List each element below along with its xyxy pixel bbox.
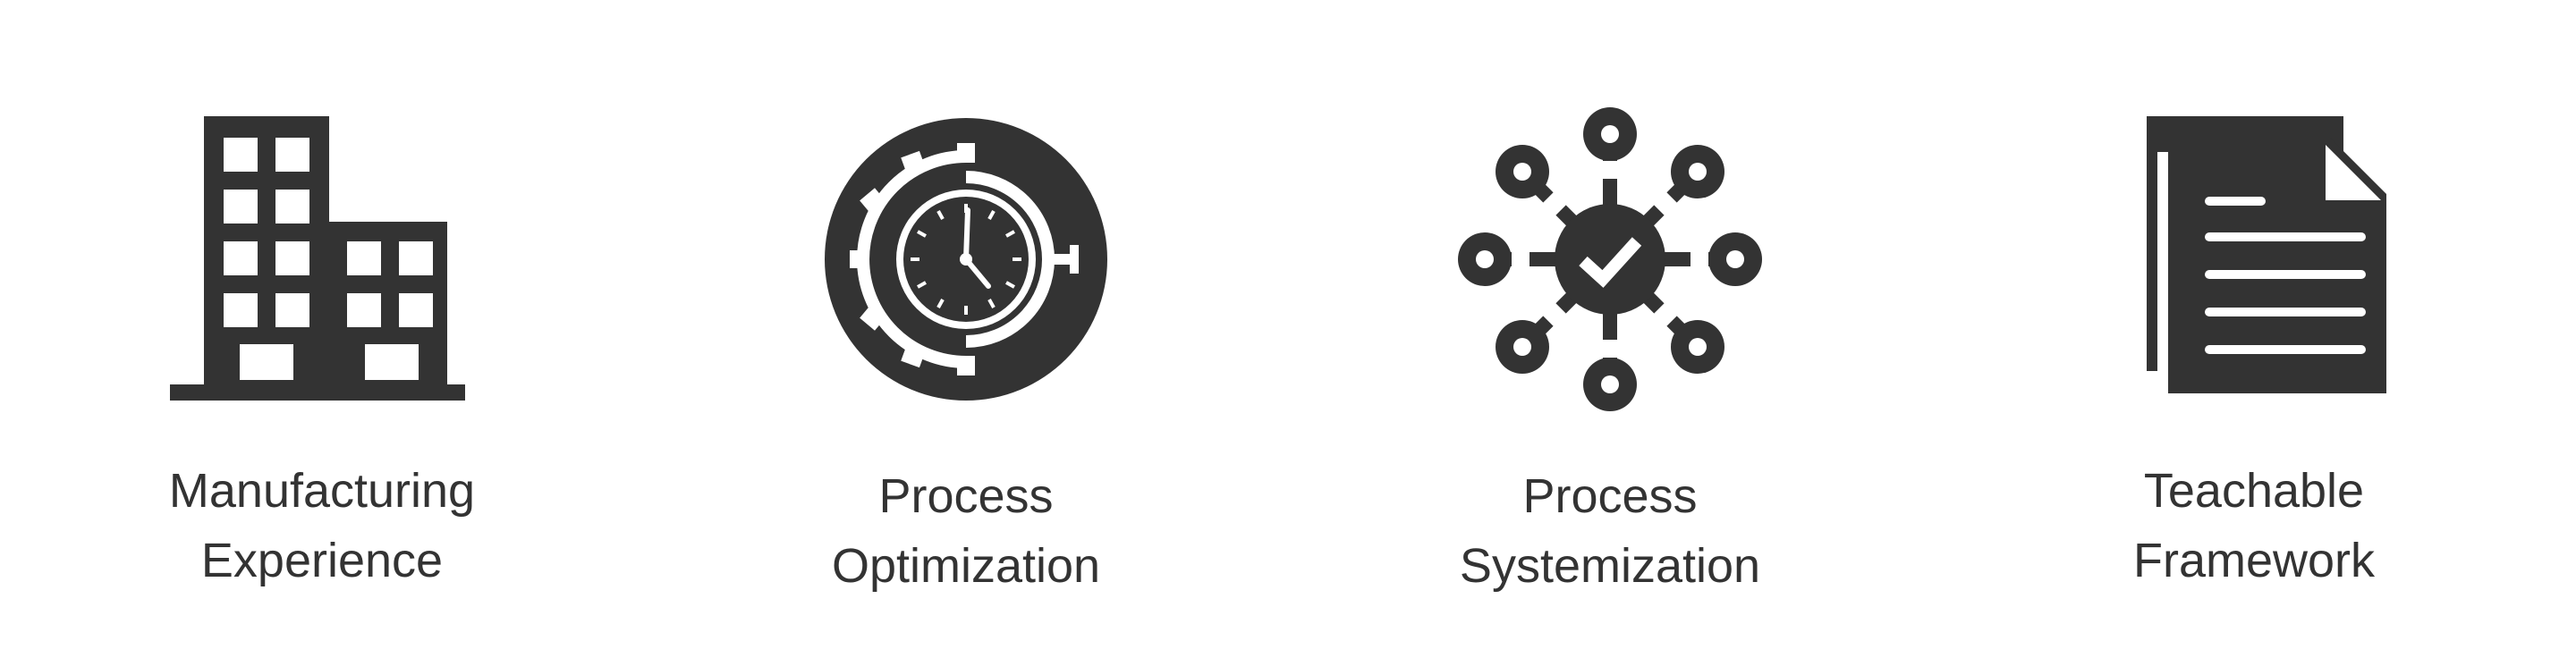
feature-label: Manufacturing Experience: [36, 456, 608, 595]
feature-label: Teachable Framework: [1968, 456, 2540, 595]
building-icon: [36, 107, 608, 411]
feature-process-optimization: Process Optimization: [680, 0, 1252, 658]
feature-title-line2: Systemization: [1459, 539, 1761, 593]
feature-manufacturing-experience: Manufacturing Experience: [36, 0, 608, 658]
network-check-icon: [1324, 107, 1896, 411]
feature-title-line1: Teachable: [2143, 464, 2365, 518]
feature-title-line2: Experience: [200, 534, 444, 587]
feature-title-line2: Framework: [2132, 534, 2376, 587]
document-icon: [1968, 107, 2540, 411]
feature-teachable-framework: Teachable Framework: [1968, 0, 2540, 658]
feature-title-line1: Process: [878, 469, 1054, 523]
feature-title-line1: Process: [1522, 469, 1698, 523]
feature-title-line1: Manufacturing: [168, 464, 476, 518]
gear-clock-icon: [680, 107, 1252, 411]
feature-process-systemization: Process Systemization: [1324, 0, 1896, 658]
feature-label: Process Systemization: [1324, 461, 1896, 601]
feature-label: Process Optimization: [680, 461, 1252, 601]
feature-title-line2: Optimization: [831, 539, 1101, 593]
